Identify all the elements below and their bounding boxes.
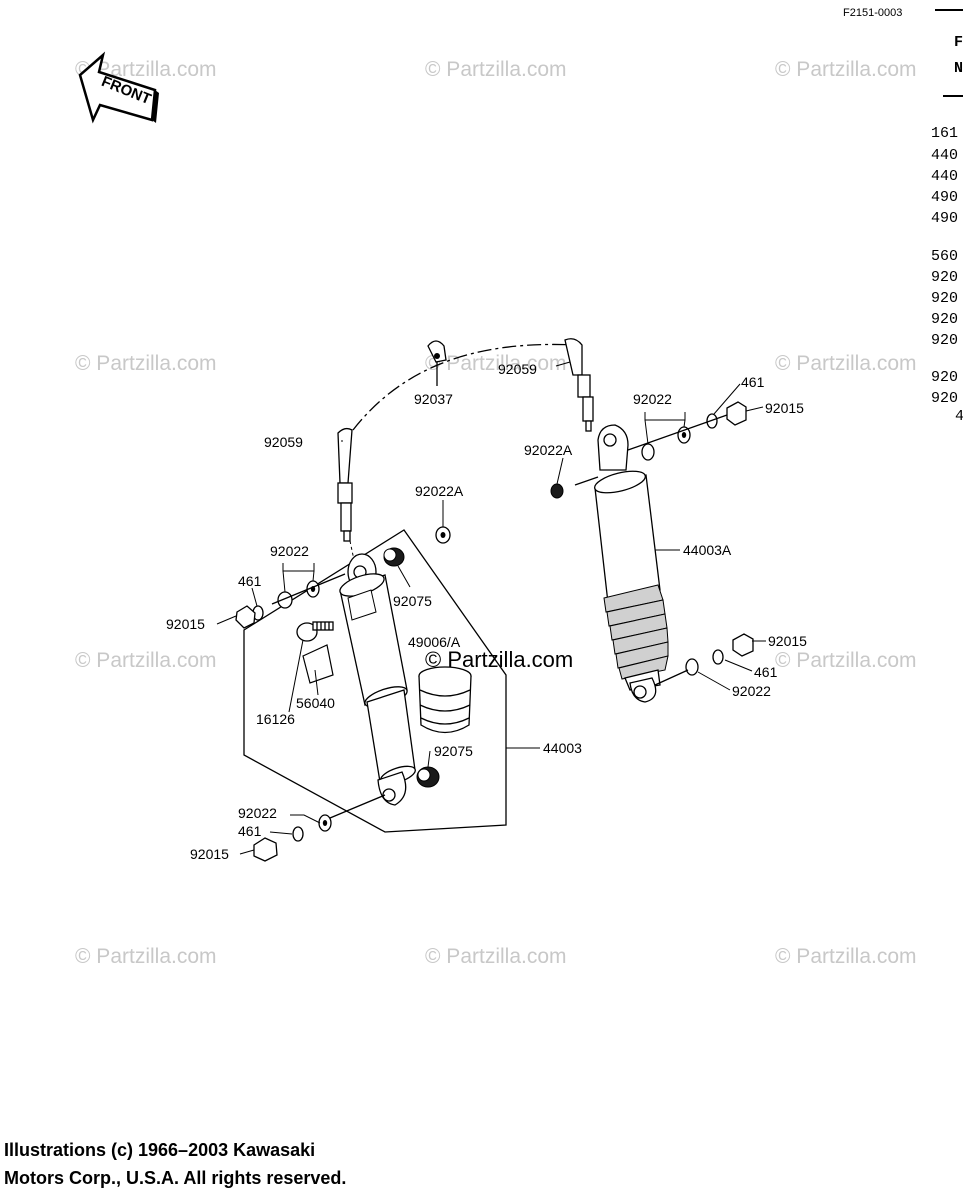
reservoir-hose xyxy=(337,338,594,561)
callout-92059-top: 92059 xyxy=(498,361,537,377)
callout-92037: 92037 xyxy=(414,391,453,407)
label-56040 xyxy=(302,644,334,684)
callout-56040: 56040 xyxy=(296,695,335,711)
watermark: © Partzilla.com xyxy=(425,352,567,375)
callout-labels: 92037 92059 92059 92022 461 92015 92022A… xyxy=(166,361,807,862)
bolt-16126 xyxy=(296,621,334,642)
left-shock-assembly xyxy=(235,526,507,862)
watermark: © Partzilla.com xyxy=(775,945,917,968)
watermark: © Partzilla.com xyxy=(775,352,917,375)
column-item: 920 xyxy=(931,269,958,286)
watermark: © Partzilla.com xyxy=(425,945,567,968)
watermark: © Partzilla.com xyxy=(775,649,917,672)
callout-92015-left-bot: 92015 xyxy=(190,846,229,862)
callout-92022A-left: 92022A xyxy=(415,483,464,499)
callout-92075-bot: 92075 xyxy=(434,743,473,759)
spring xyxy=(603,584,669,680)
watermark: © Partzilla.com xyxy=(425,58,567,81)
column-item: 920 xyxy=(931,369,958,386)
watermark: © Partzilla.com xyxy=(75,352,217,375)
column-item: 440 xyxy=(931,147,958,164)
callout-44003: 44003 xyxy=(543,740,582,756)
parts-list-column: F N 161 440 440 490 490 560 920 920 920 … xyxy=(931,34,963,425)
copyright-notice: Illustrations (c) 1966–2003 Kawasaki Mot… xyxy=(4,1136,346,1192)
column-item: 920 xyxy=(931,311,958,328)
right-shock-assembly xyxy=(550,401,754,703)
column-item: 560 xyxy=(931,248,958,265)
callout-92059-left: 92059 xyxy=(264,434,303,450)
callout-92075-top: 92075 xyxy=(393,593,432,609)
column-item: 920 xyxy=(931,290,958,307)
callout-92022-left-bot: 92022 xyxy=(238,805,277,821)
callout-92015-right-bot: 92015 xyxy=(768,633,807,649)
column-item: 920 xyxy=(931,332,958,349)
callout-44003A: 44003A xyxy=(683,542,732,558)
column-item: 490 xyxy=(931,210,958,227)
column-item: 490 xyxy=(931,189,958,206)
copyright-line: Illustrations (c) 1966–2003 Kawasaki xyxy=(4,1140,316,1160)
callout-461-right-bot: 461 xyxy=(754,664,778,680)
watermark: © Partzilla.com xyxy=(75,945,217,968)
figure-code: F2151-0003 xyxy=(843,7,902,19)
leader-lines xyxy=(216,361,766,855)
watermark: © Partzilla.com xyxy=(775,58,917,81)
callout-461-right-top: 461 xyxy=(741,374,765,390)
watermark-layer: © Partzilla.com © Partzilla.com © Partzi… xyxy=(75,58,917,968)
bump-stop xyxy=(418,666,472,734)
callout-92015-left-top: 92015 xyxy=(166,616,205,632)
watermark: © Partzilla.com xyxy=(75,649,217,672)
column-item: 4 xyxy=(955,408,963,425)
copyright-line: Motors Corp., U.S.A. All rights reserved… xyxy=(4,1168,347,1188)
column-item: 440 xyxy=(931,168,958,185)
column-header: N xyxy=(954,60,963,77)
callout-92022-right: 92022 xyxy=(633,391,672,407)
callout-461-left-bot: 461 xyxy=(238,823,262,839)
callout-461-left-top: 461 xyxy=(238,573,262,589)
callout-49006A: 49006/A xyxy=(408,634,461,650)
callout-92022-right-bot: 92022 xyxy=(732,683,771,699)
callout-92015-right-top: 92015 xyxy=(765,400,804,416)
column-item: 161 xyxy=(931,125,958,142)
column-item: 920 xyxy=(931,390,958,407)
callout-92022-left-top: 92022 xyxy=(270,543,309,559)
callout-16126: 16126 xyxy=(256,711,295,727)
column-header: F xyxy=(954,34,963,51)
callout-92022A-right: 92022A xyxy=(524,442,573,458)
